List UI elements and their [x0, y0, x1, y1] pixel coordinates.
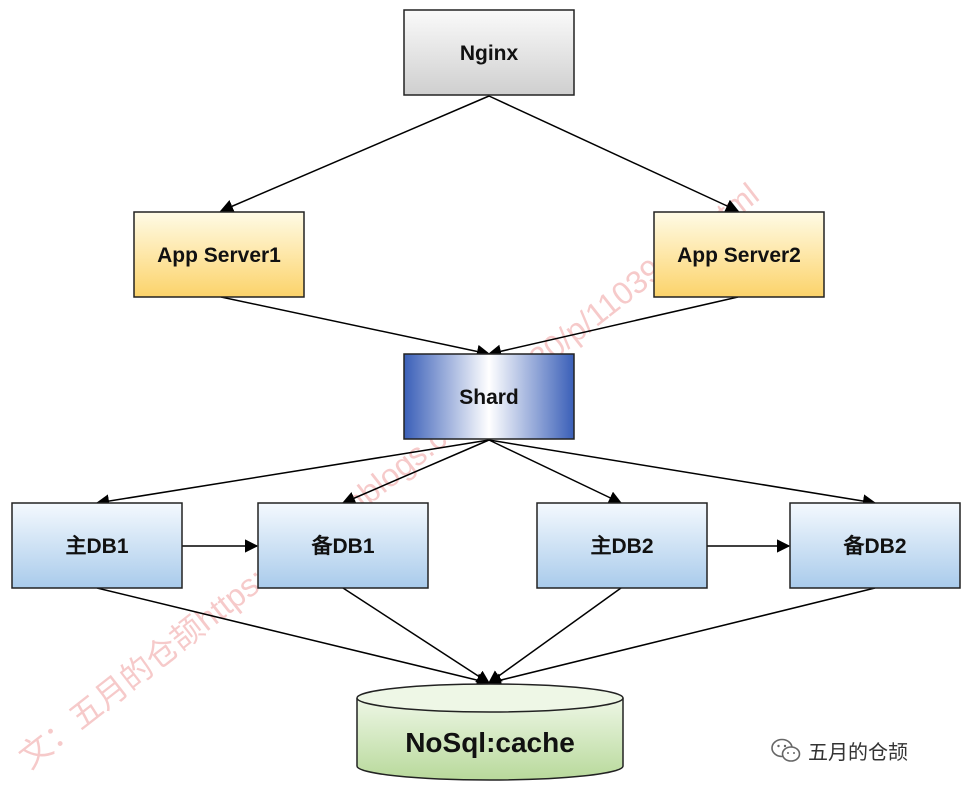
edge-master2-nosql: [487, 587, 622, 684]
node-slave-db2: 备DB2: [789, 502, 961, 589]
edge-slave2-nosql: [487, 587, 876, 687]
node-shard-label: Shard: [459, 386, 519, 409]
edge-shard-slave2: [488, 439, 877, 508]
node-master-db2-label: 主DB2: [590, 535, 653, 558]
edge-shard-slave1: [341, 439, 490, 505]
watermark-text: 文：五月的仓颉https://www.cnblogs.com/xrq730/p/…: [12, 176, 765, 776]
node-app-server1-label: App Server1: [157, 244, 281, 267]
edge-app2-shard: [487, 296, 739, 358]
node-nosql-cache-label: NoSql:cache: [405, 727, 575, 758]
node-app-server1: App Server1: [133, 211, 305, 298]
node-nginx-label: Nginx: [460, 42, 519, 65]
node-slave-db2-label: 备DB2: [842, 534, 906, 558]
node-nginx: Nginx: [403, 9, 575, 96]
node-master-db1-label: 主DB1: [65, 535, 128, 558]
node-slave-db1-label: 备DB1: [310, 534, 374, 558]
node-master-db2: 主DB2: [536, 502, 708, 589]
edge-slave1-nosql: [342, 587, 491, 684]
node-slave-db1: 备DB1: [257, 502, 429, 589]
node-shard: Shard: [403, 353, 575, 440]
edge-shard-master2: [488, 439, 623, 504]
node-app-server2: App Server2: [653, 211, 825, 298]
node-nosql-cache: NoSql:cache: [356, 683, 624, 781]
edge-shard-master1: [95, 439, 490, 508]
edges: [95, 95, 877, 687]
edge-master1-nosql: [96, 587, 491, 687]
footer-account-name: 五月的仓颉: [808, 742, 908, 764]
edge-app1-shard: [220, 296, 491, 359]
footer-account: 五月的仓颉: [770, 736, 908, 765]
wechat-icon: [771, 738, 801, 762]
node-app-server2-label: App Server2: [677, 244, 801, 267]
edge-nginx-app1: [219, 95, 490, 213]
edge-nginx-app2: [488, 95, 740, 213]
node-master-db1: 主DB1: [11, 502, 183, 589]
